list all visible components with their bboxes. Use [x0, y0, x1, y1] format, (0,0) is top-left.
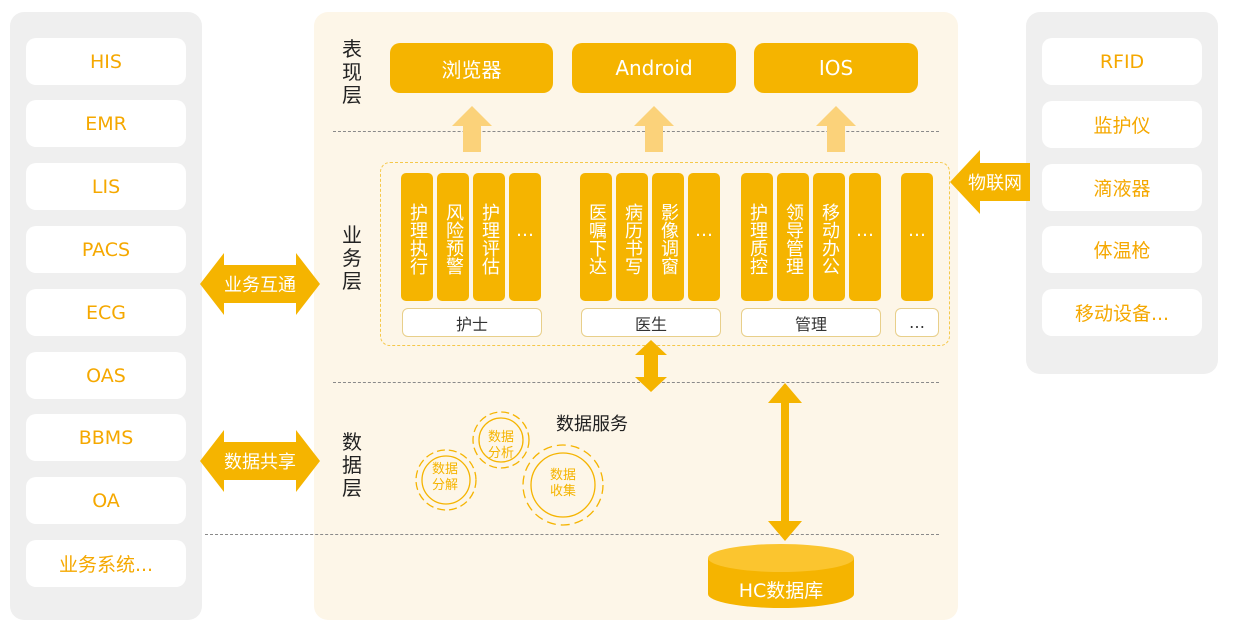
module-quality-control: 护理质控	[741, 173, 773, 301]
module-label: 护理执行	[407, 203, 428, 275]
device-monitor: 监护仪	[1042, 101, 1202, 148]
module-medical-record: 病历书写	[616, 173, 648, 301]
system-pacs: PACS	[26, 226, 186, 273]
layer-business-label: 业务层	[342, 223, 362, 293]
module-leadership: 领导管理	[777, 173, 809, 301]
group-doctor: 医生	[581, 308, 721, 337]
client-browser: 浏览器	[390, 43, 553, 93]
device-mobile: 移动设备...	[1042, 289, 1202, 336]
up-arrow-icon	[452, 106, 492, 152]
system-oa: OA	[26, 477, 186, 524]
left-systems-panel: HIS EMR LIS PACS ECG OAS BBMS OA 业务系统...	[10, 12, 202, 620]
module-label: 医嘱下达	[586, 203, 607, 275]
vertical-double-arrow-icon	[768, 383, 802, 541]
vertical-double-arrow-icon	[635, 340, 667, 392]
system-bbms: BBMS	[26, 414, 186, 461]
module-label: …	[695, 220, 713, 241]
module-label: 病历书写	[622, 203, 643, 275]
gear-data-analysis: 数据分析	[487, 430, 514, 461]
module-risk-warning: 风险预警	[437, 173, 469, 301]
module-order-entry: 医嘱下达	[580, 173, 612, 301]
client-android: Android	[572, 43, 736, 93]
module-mobile-office: 移动办公	[813, 173, 845, 301]
module-nursing-execution: 护理执行	[401, 173, 433, 301]
gear-data-decompose: 数据分解	[431, 462, 458, 493]
client-ios: IOS	[754, 43, 918, 93]
business-interop-label: 业务互通	[224, 275, 296, 296]
module-image-window: 影像调窗	[652, 173, 684, 301]
database-icon	[708, 544, 854, 608]
device-infusion: 滴液器	[1042, 164, 1202, 211]
business-interop-arrow: 业务互通	[200, 253, 320, 315]
system-lis: LIS	[26, 163, 186, 210]
up-arrow-icon	[634, 106, 674, 152]
up-arrow-icon	[816, 106, 856, 152]
layer-presentation-label: 表现层	[342, 37, 362, 107]
module-label: …	[516, 220, 534, 241]
database-label: HC数据库	[738, 580, 824, 602]
left-arrow-icon	[950, 150, 1030, 214]
data-share-label: 数据共享	[224, 452, 296, 473]
module-nurse-more: …	[509, 173, 541, 301]
module-label: 影像调窗	[658, 203, 679, 275]
double-arrow-icon	[200, 253, 320, 315]
device-rfid: RFID	[1042, 38, 1202, 85]
module-label: 护理质控	[747, 203, 768, 275]
group-nurse: 护士	[402, 308, 542, 337]
business-modules-box	[380, 162, 950, 346]
group-management: 管理	[741, 308, 881, 337]
system-ecg: ECG	[26, 289, 186, 336]
module-doctor-more: …	[688, 173, 720, 301]
layer-data-label: 数据层	[342, 430, 362, 500]
system-emr: EMR	[26, 100, 186, 147]
double-arrow-icon	[200, 430, 320, 492]
group-other: …	[895, 308, 939, 337]
gears-icon	[415, 411, 604, 526]
separator-2	[333, 382, 939, 383]
module-management-more: …	[849, 173, 881, 301]
system-oas: OAS	[26, 352, 186, 399]
module-nursing-assessment: 护理评估	[473, 173, 505, 301]
device-thermometer: 体温枪	[1042, 226, 1202, 273]
iot-label: 物联网	[968, 173, 1022, 194]
module-other-more: …	[901, 173, 933, 301]
right-devices-panel: RFID 监护仪 滴液器 体温枪 移动设备...	[1026, 12, 1218, 374]
system-his: HIS	[26, 38, 186, 85]
module-label: 护理评估	[479, 203, 500, 275]
data-share-arrow: 数据共享	[200, 430, 320, 492]
module-label: 移动办公	[819, 203, 840, 275]
system-more: 业务系统...	[26, 540, 186, 587]
module-label: 风险预警	[443, 203, 464, 275]
separator-3	[205, 534, 939, 535]
data-service-title: 数据服务	[556, 414, 628, 435]
separator-1	[333, 131, 939, 132]
iot-arrow: 物联网	[950, 150, 1030, 214]
module-label: …	[856, 220, 874, 241]
module-label: 领导管理	[783, 203, 804, 275]
gear-data-collect: 数据收集	[549, 468, 576, 499]
module-label: …	[908, 220, 926, 241]
